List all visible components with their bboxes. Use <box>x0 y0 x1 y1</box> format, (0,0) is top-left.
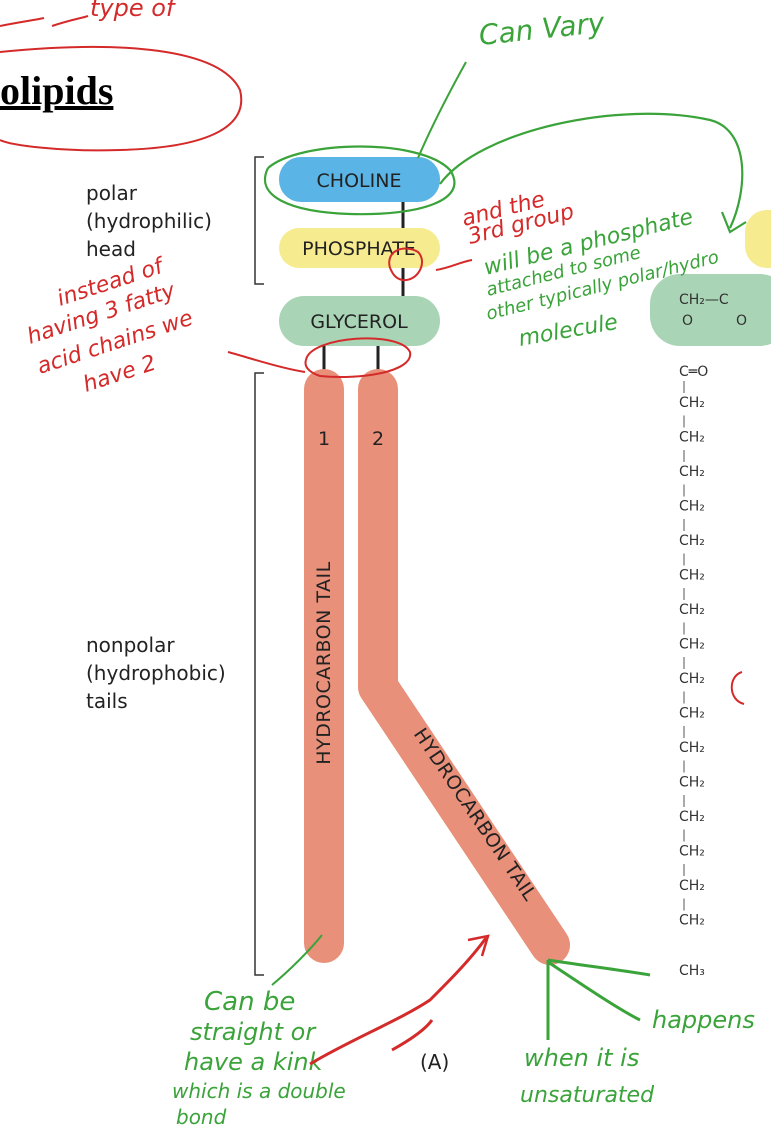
chem-ch2: CH₂ <box>679 499 705 515</box>
structural-phosphate-box <box>745 210 771 268</box>
chem-ch2: CH₂ <box>679 809 705 825</box>
structural-formula: CH₂—C O O C═O CH₂ CH₂ CH₂ CH₂ CH₂ CH₂ CH₂ CH₂ CH… <box>679 292 747 979</box>
svg-text:straight or: straight or <box>190 1018 317 1046</box>
svg-text:unsaturated: unsaturated <box>520 1083 655 1108</box>
svg-text:CH₃: CH₃ <box>679 963 705 979</box>
tail-bracket <box>254 372 264 976</box>
svg-text:O: O <box>736 313 747 329</box>
svg-text:molecule: molecule <box>517 310 620 352</box>
annotation-happens: happens when it is unsaturated <box>520 1006 755 1108</box>
tail-number-2: 2 <box>372 428 384 450</box>
phosphate-box <box>279 228 440 268</box>
choline-box <box>279 157 440 202</box>
chem-ch2: CH₂ <box>679 878 705 894</box>
chem-ch2: CH₂ <box>679 602 705 618</box>
tail-2-label: HYDROCARBON TAIL <box>409 724 541 905</box>
chem-ch2: CH₂ <box>679 637 705 653</box>
chem-ch2: CH₂ <box>679 464 705 480</box>
glycerol-label: GLYCEROL <box>310 311 408 333</box>
tail-label-line3: tails <box>86 689 128 713</box>
annotation-can-be: Can be straight or have a kink which is … <box>172 987 346 1129</box>
svg-text:happens: happens <box>652 1006 755 1034</box>
chem-ch2: CH₂ <box>679 430 705 446</box>
head-label-line2: (hydrophilic) <box>86 209 212 233</box>
tail-label-line1: nonpolar <box>86 633 175 657</box>
annotation-type-of: type of <box>90 0 178 22</box>
chem-ch2: CH₂ <box>679 706 705 722</box>
svg-text:Can be: Can be <box>204 987 295 1017</box>
glycerol-box <box>279 296 440 346</box>
head-label-line1: polar <box>86 181 138 205</box>
svg-text:O: O <box>682 313 693 329</box>
page-title: olipids <box>0 68 113 113</box>
tail-label-line2: (hydrophobic) <box>86 661 226 685</box>
svg-text:have a kink: have a kink <box>184 1048 324 1076</box>
chem-ch2: CH₂ <box>679 395 705 411</box>
svg-text:when it is: when it is <box>524 1044 639 1072</box>
annotation-instead: instead of having 3 fatty acid chains we… <box>24 253 196 398</box>
chem-ch2: CH₂ <box>679 568 705 584</box>
head-label-line3: head <box>86 237 136 261</box>
svg-text:C═O: C═O <box>679 364 708 380</box>
tail-number-1: 1 <box>318 428 330 450</box>
annotation-can-vary: Can Vary <box>477 6 606 52</box>
hydrocarbon-tail-2 <box>358 369 570 965</box>
chem-ch2: CH₂ <box>679 913 705 929</box>
head-bracket <box>254 156 264 285</box>
chem-ch2: CH₂ <box>679 533 705 549</box>
tail-1-label: HYDROCARBON TAIL <box>313 561 335 764</box>
phosphate-label: PHOSPHATE <box>302 238 416 260</box>
panel-label: (A) <box>420 1050 449 1074</box>
svg-text:CH₂—C: CH₂—C <box>679 292 729 308</box>
title-circle <box>0 45 243 152</box>
chem-ch2: CH₂ <box>679 740 705 756</box>
svg-text:bond: bond <box>176 1105 227 1129</box>
chem-ch2: CH₂ <box>679 844 705 860</box>
chem-ch2: CH₂ <box>679 671 705 687</box>
structural-glycerol-box <box>650 274 771 346</box>
choline-label: CHOLINE <box>317 170 402 192</box>
chem-ch2: CH₂ <box>679 775 705 791</box>
choline-circle <box>263 145 456 216</box>
svg-text:which is a double: which is a double <box>172 1079 346 1103</box>
